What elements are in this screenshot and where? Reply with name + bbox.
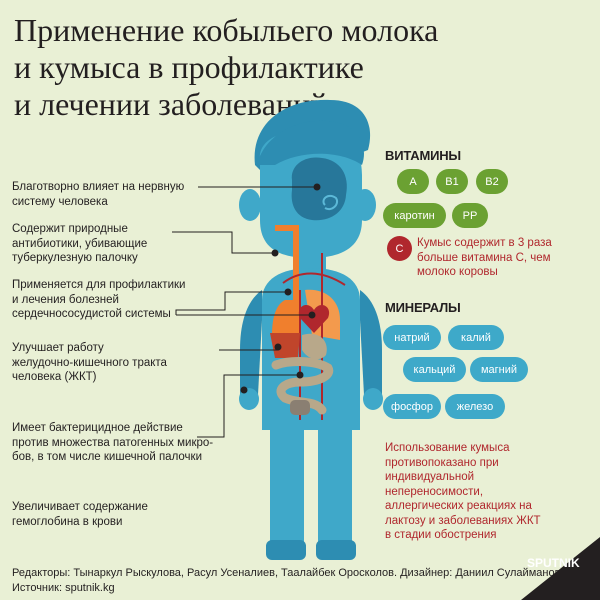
callout-line: человека (ЖКТ) — [12, 371, 97, 383]
lung-left — [272, 300, 300, 335]
warn-line: аллергических реакциях на — [385, 500, 532, 512]
ear-left — [239, 189, 261, 221]
leg-left — [270, 425, 304, 555]
vitamins-title: ВИТАМИНЫ — [385, 148, 461, 163]
callout-line: туберкулезную палочку — [12, 252, 138, 264]
mineral-pill: калий — [448, 325, 504, 350]
mineral-pill: магний — [470, 357, 528, 382]
mineral-pill: фосфор — [383, 394, 441, 419]
vitamin-c-note: Кумыс содержит в 3 раза больше витамина … — [417, 236, 552, 280]
foot-right — [316, 540, 356, 560]
brain-fold — [322, 194, 338, 210]
title-line: и кумыса в профилактике — [14, 49, 364, 85]
callout-line: желудочно-кишечного тракта — [12, 356, 167, 369]
callout-line: сердечнососудистой системы — [12, 308, 171, 320]
warn-line: индивидуальной — [385, 471, 475, 483]
callout-line: Улучшает работу — [12, 342, 104, 354]
callout-line: Применяется для профилактики — [12, 279, 186, 291]
sputnik-logo: SPUTNIK — [521, 537, 600, 600]
arm-left — [240, 290, 262, 395]
callout-line: гемоглобина в крови — [12, 515, 123, 528]
callout-digestive: Улучшает работу желудочно-кишечного трак… — [12, 341, 167, 385]
title-line: Применение кобыльего молока — [14, 12, 439, 48]
callout-line: антибиотики, убивающие — [12, 237, 148, 250]
hair-front — [257, 120, 365, 165]
callout-line: Благотворно влияет на нервную — [12, 181, 185, 193]
arm-right — [360, 290, 382, 395]
callout-line: Содержит природные — [12, 223, 128, 235]
mineral-pill: натрий — [383, 325, 441, 350]
note-line: Кумыс содержит в 3 раза — [417, 237, 552, 249]
minerals-title: МИНЕРАЛЫ — [385, 300, 461, 315]
footer-editors: Редакторы: Тынаркул Рыскулова, Расул Усе… — [12, 567, 561, 579]
trachea-shape — [275, 225, 299, 330]
contraindication-note: Использование кумыса противопоказано при… — [385, 441, 541, 543]
vitamin-pill: A — [397, 169, 429, 194]
stomach-shape — [302, 333, 327, 360]
mineral-pill: кальций — [403, 357, 466, 382]
warn-line: в стадии обострения — [385, 529, 497, 541]
callout-lines — [172, 186, 317, 438]
logo-text: SPUTNIK — [527, 556, 580, 570]
callout-line: против множества патогенных микро- — [12, 436, 214, 449]
aortic-arch — [282, 272, 346, 286]
callout-nervous-system: Благотворно влияет на нервную систему че… — [12, 180, 184, 209]
callout-line: бов, в том числе кишечной палочки — [12, 451, 202, 463]
callout-line: систему человека — [12, 195, 108, 208]
callout-line: и лечения болезней — [12, 293, 119, 306]
callout-line: Увеличивает содержание — [12, 501, 148, 513]
leg-right — [318, 425, 352, 555]
callout-line: Имеет бактерицидное действие — [12, 422, 183, 434]
page-title: Применение кобыльего молока и кумыса в п… — [14, 12, 494, 123]
mineral-pill: железо — [445, 394, 505, 419]
liver-shape — [270, 333, 300, 358]
bladder-shape — [290, 400, 310, 415]
vitamin-pill: PP — [452, 203, 488, 228]
callout-dots — [240, 183, 321, 394]
warn-line: лактозу и заболеваниях ЖКТ — [385, 514, 541, 527]
warn-line: непереносимости, — [385, 485, 484, 498]
warn-line: Использование кумыса — [385, 442, 510, 454]
callout-hemoglobin: Увеличивает содержание гемоглобина в кро… — [12, 500, 148, 529]
footer-source: Источник: sputnik.kg — [12, 582, 115, 594]
callout-bactericidal: Имеет бактерицидное действие против множ… — [12, 421, 213, 465]
logo-triangle — [521, 537, 600, 600]
vitamin-pill: B1 — [436, 169, 468, 194]
foot-left — [266, 540, 306, 560]
vitamin-c-pill: C — [387, 236, 412, 261]
hand-right — [363, 388, 383, 410]
callout-cardiovascular: Применяется для профилактики и лечения б… — [12, 278, 185, 322]
warn-line: противопоказано при — [385, 456, 499, 469]
callout-antibiotics: Содержит природные антибиотики, убивающи… — [12, 222, 147, 266]
vitamin-pill: B2 — [476, 169, 508, 194]
note-line: молоко коровы — [417, 266, 498, 278]
note-line: больше витамина С, чем — [417, 251, 551, 264]
vitamin-pill: каротин — [383, 203, 446, 228]
